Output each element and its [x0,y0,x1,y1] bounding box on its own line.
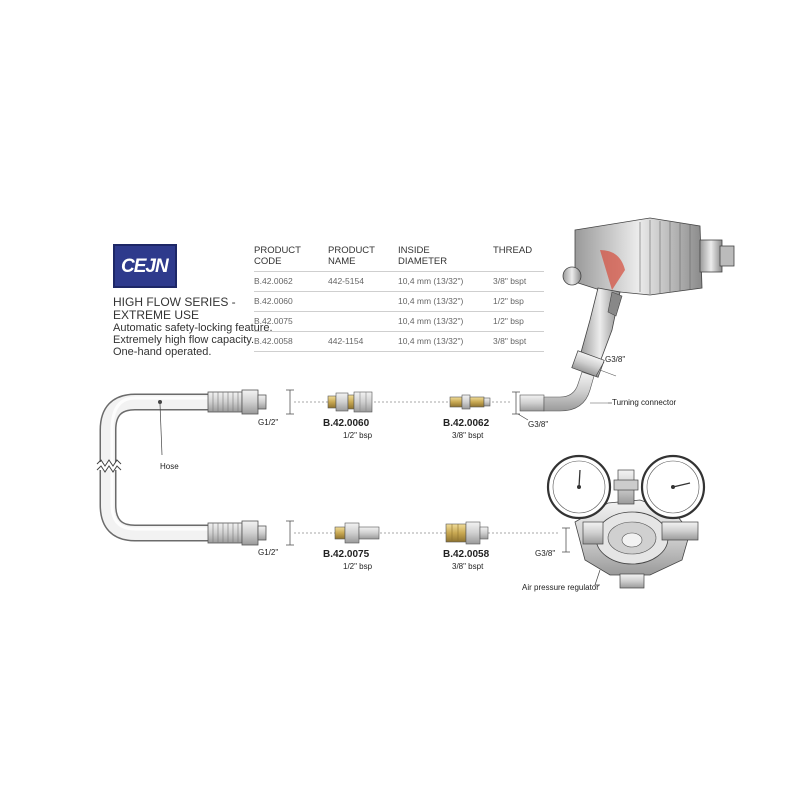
part-thread-b420062: 3/8" bspt [452,431,484,440]
thread-label-g38-regulator: G3/8" [535,549,556,558]
part-thread-b420075: 1/2" bsp [343,562,373,571]
turning-connector-label: Turning connector [612,398,677,407]
callout-lines [159,361,612,586]
series-title-line2: EXTREME USE [113,308,200,322]
part-code-b420060: B.42.0060 [323,418,370,429]
part-thread-b420058: 3/8" bspt [452,562,484,571]
table-row: B.42.0060 10,4 mm (13/32") 1/2" bsp [254,292,544,312]
header-thread: THREAD [493,245,533,256]
table-row: B.42.0058 442-1154 10,4 mm (13/32") 3/8"… [254,332,544,352]
hose-label: Hose [160,462,179,471]
nipple-b420075 [334,522,380,544]
coupling-b420058 [445,521,489,545]
cejn-logo: CEJN [113,244,177,288]
impact-wrench [562,217,735,378]
series-description: HIGH FLOW SERIES - EXTREME USE Automatic… [113,295,273,359]
dimension-marks [286,389,570,553]
table-row: B.42.0075 10,4 mm (13/32") 1/2" bsp [254,312,544,332]
thread-label-g12-top: G1/2" [258,418,279,427]
turning-connector [519,371,608,412]
thread-label-g38-tool: G3/8" [605,355,626,364]
feature-item: Automatic safety-locking feature. [113,322,273,334]
part-code-b420075: B.42.0075 [323,549,370,560]
feature-item: One-hand operated. [113,346,212,358]
coupling-b420060 [327,391,373,413]
feature-item: Extremely high flow capacity. [113,334,255,346]
thread-label-g38-connector: G3/8" [528,420,549,429]
logo-text: CEJN [121,256,169,277]
part-code-b420058: B.42.0058 [443,549,490,560]
thread-label-g12-bottom: G1/2" [258,548,279,557]
connection-lines [294,401,560,534]
part-code-b420062: B.42.0062 [443,418,490,429]
air-pressure-regulator-label: Air pressure regulator [522,583,599,592]
air-pressure-regulator [546,454,706,589]
hose [96,393,210,542]
series-title-line1: HIGH FLOW SERIES - [113,295,236,309]
nipple-b420062 [449,394,491,410]
hose-end-fitting-top [207,389,267,415]
hose-end-fitting-bottom [207,520,267,546]
table-row: B.42.0062 442-5154 10,4 mm (13/32") 3/8"… [254,272,544,292]
part-thread-b420060: 1/2" bsp [343,431,373,440]
